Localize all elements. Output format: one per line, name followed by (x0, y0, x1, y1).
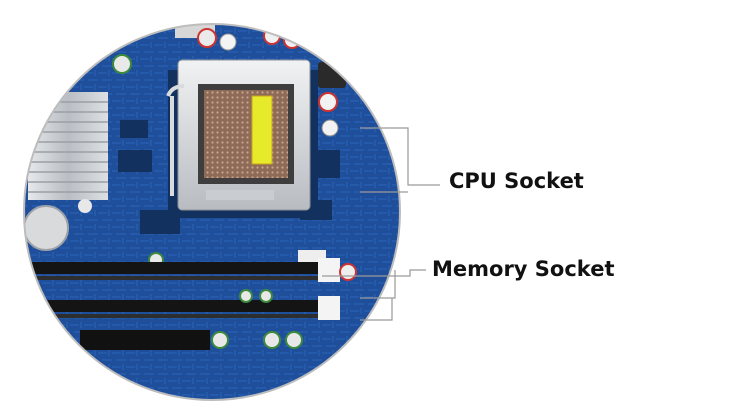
bottom-header (80, 330, 210, 350)
heatsink-icon (28, 92, 108, 213)
zoom-circle-border (23, 23, 401, 401)
cpu-callout-line (360, 127, 440, 193)
memory-callout-line (322, 269, 426, 321)
bottom-capacitors (211, 289, 303, 349)
cpu-socket-label: CPU Socket (449, 169, 584, 193)
cpu-socket-icon (166, 59, 318, 218)
cmos-battery-icon (24, 205, 69, 251)
memory-socket-label: Memory Socket (432, 257, 615, 281)
